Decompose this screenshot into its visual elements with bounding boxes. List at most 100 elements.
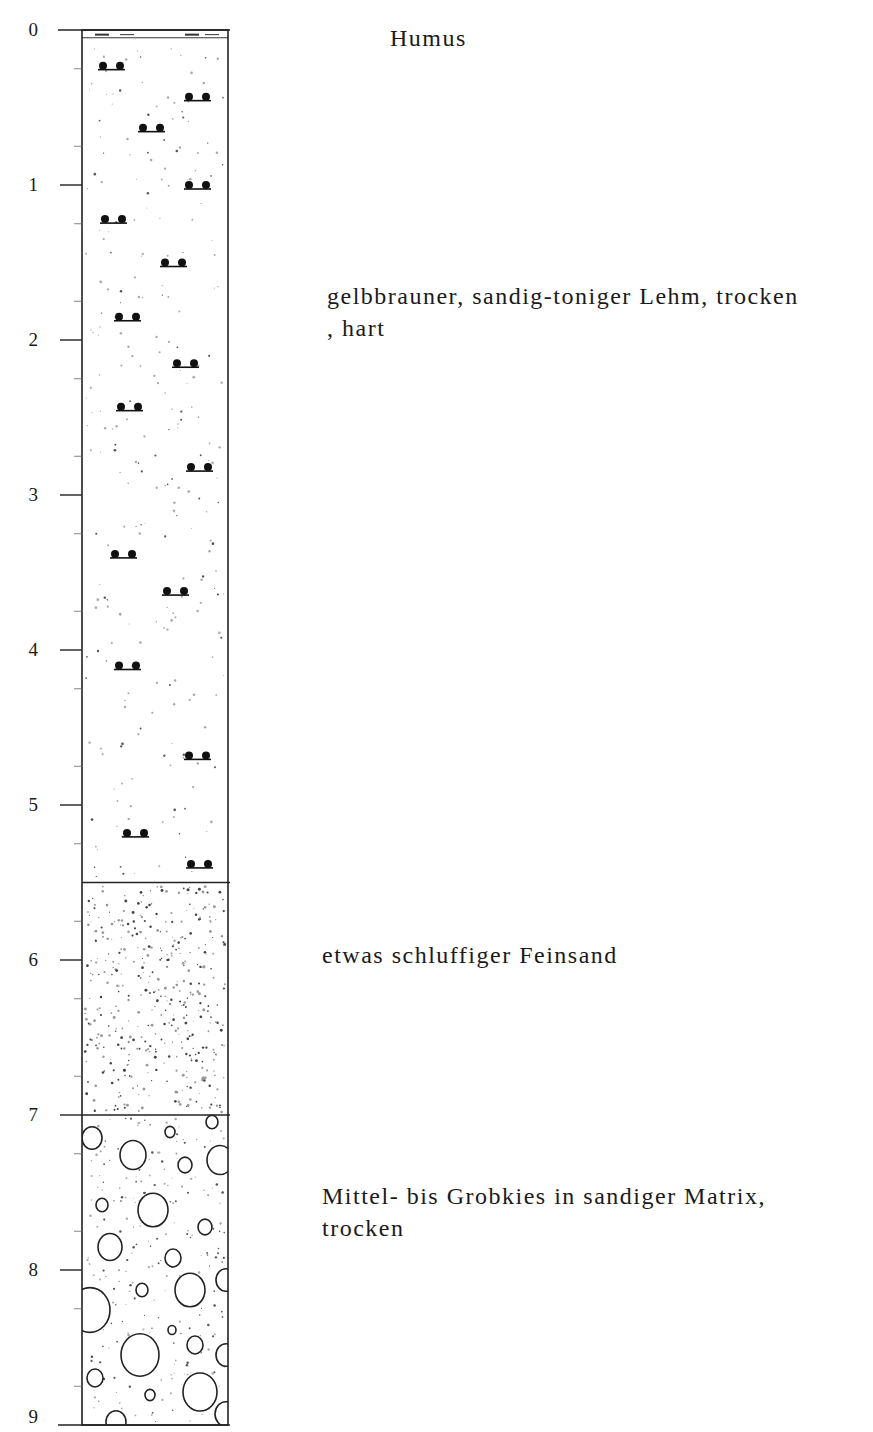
loam-dot (85, 677, 87, 679)
minor-tick (74, 611, 82, 612)
loam-dot (197, 152, 199, 154)
loam-dot (182, 252, 183, 253)
gravel-pebble (187, 1336, 203, 1354)
sand-dot (98, 917, 99, 918)
sand-dot (199, 966, 201, 968)
matrix-dot (174, 1118, 176, 1120)
matrix-dot (127, 1334, 130, 1337)
sand-dot (175, 1070, 177, 1072)
sand-dot (172, 945, 174, 947)
sand-dot (119, 985, 120, 986)
matrix-dot (176, 1133, 178, 1135)
minor-tick (74, 1076, 82, 1077)
loam-dot (91, 412, 92, 413)
sand-dot (133, 920, 135, 922)
loam-dot (107, 605, 109, 607)
sand-dot (137, 1026, 138, 1027)
sand-dot (123, 1069, 126, 1072)
matrix-dot (126, 1218, 128, 1220)
minor-tick (74, 1153, 82, 1154)
loam-dot (184, 808, 186, 810)
sand-dot (137, 1085, 138, 1086)
loam-dot (150, 159, 153, 162)
loam-dot (209, 539, 211, 541)
matrix-dot (139, 1169, 141, 1171)
sand-dot (210, 968, 212, 970)
layer-boundary (58, 1424, 230, 1426)
matrix-dot (95, 1154, 98, 1157)
sand-dot (175, 1030, 177, 1032)
matrix-dot (198, 1271, 201, 1274)
sand-dot (219, 1104, 221, 1106)
sand-dot (113, 1069, 115, 1071)
loam-dot (194, 170, 196, 172)
loam-dot (167, 296, 169, 298)
loam-dot (147, 192, 149, 194)
matrix-dot (102, 1189, 103, 1190)
sand-dot (143, 972, 144, 973)
sand-dot (148, 1095, 149, 1096)
loam-dot (190, 72, 193, 75)
matrix-dot (204, 1146, 206, 1148)
sand-dot (121, 1028, 123, 1030)
gravel-pebble (168, 1326, 176, 1335)
matrix-dot (173, 1342, 175, 1344)
gravel-pebble (206, 1115, 218, 1128)
sand-dot (182, 962, 185, 965)
matrix-dot (93, 1390, 94, 1391)
gravel-pebble (106, 1411, 126, 1425)
sand-dot (201, 1067, 203, 1069)
loam-dot (183, 754, 185, 756)
sand-dot (204, 906, 207, 909)
sand-dot (136, 1048, 138, 1050)
matrix-dot (178, 1126, 179, 1127)
matrix-dot (161, 1160, 163, 1162)
loam-dot (99, 281, 102, 284)
sand-dot (120, 1036, 123, 1039)
loam-dot (161, 179, 163, 181)
sand-dot (172, 1042, 173, 1043)
loam-dot (140, 365, 142, 367)
loam-dot (180, 370, 181, 371)
sand-dot (202, 966, 204, 968)
loam-dot (140, 524, 141, 525)
sand-dot (166, 966, 167, 967)
matrix-dot (88, 1257, 90, 1259)
matrix-dot (170, 1374, 172, 1376)
sand-dot (181, 1005, 182, 1006)
sand-dot (152, 971, 154, 973)
loam-dot (124, 706, 126, 708)
loam-dot (217, 57, 220, 60)
minor-tick (74, 68, 82, 69)
matrix-dot (103, 1329, 104, 1330)
matrix-dot (133, 1227, 134, 1228)
matrix-dot (186, 1364, 188, 1366)
loam-dot (168, 185, 170, 187)
sand-dot (210, 921, 212, 923)
matrix-dot (121, 1407, 123, 1409)
depth-tick (60, 1114, 82, 1115)
depth-number: 2 (8, 327, 38, 353)
loam-dot (124, 700, 125, 701)
sand-dot (101, 926, 103, 928)
matrix-dot (135, 1181, 137, 1183)
gravel-pebble (198, 1219, 212, 1235)
matrix-dot (184, 1374, 185, 1375)
sand-dot (193, 908, 194, 909)
sand-dot (208, 1030, 210, 1032)
sand-dot (123, 1103, 125, 1105)
loam-dot (126, 138, 128, 140)
loam-dot (101, 181, 103, 183)
loam-dot (189, 178, 192, 181)
matrix-dot (148, 1240, 150, 1242)
loam-dot (180, 55, 181, 56)
sand-dot (89, 1038, 91, 1040)
sand-dot (161, 958, 162, 959)
loam-dot (142, 82, 143, 83)
sand-dot (100, 1034, 103, 1037)
sand-dot (170, 912, 172, 914)
matrix-dot (194, 1176, 195, 1177)
loam-dot (99, 584, 100, 585)
sand-dot (144, 989, 147, 992)
loam-dot (144, 523, 145, 524)
